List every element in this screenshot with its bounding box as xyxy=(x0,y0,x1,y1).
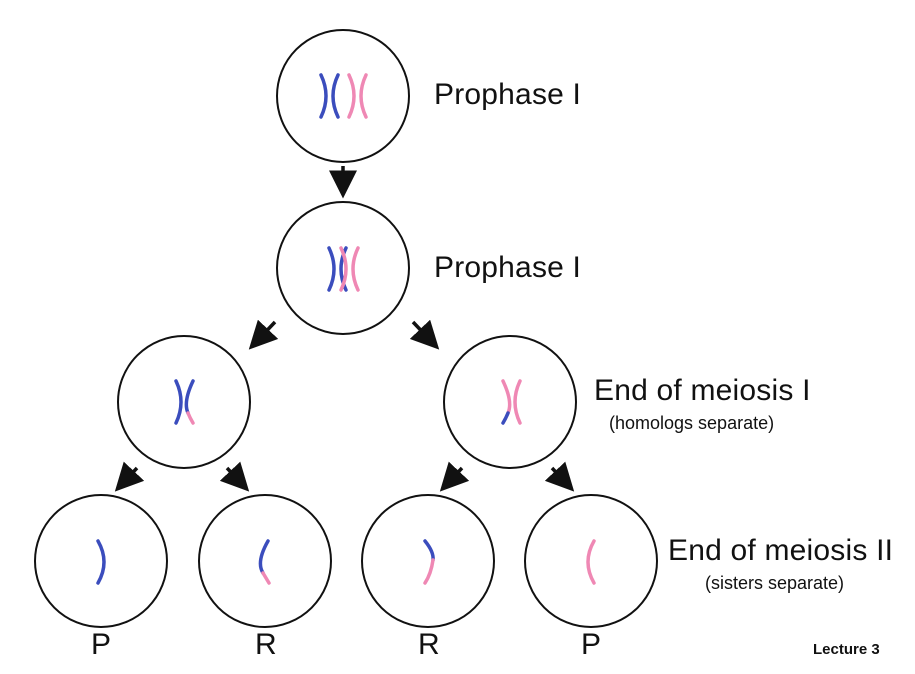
stage-label: Prophase I xyxy=(434,78,582,111)
cell-meiosis-i-right xyxy=(443,335,577,469)
stage-label: End of meiosis I xyxy=(594,374,811,407)
arrow-down-left xyxy=(248,319,279,350)
arrow-down-right xyxy=(544,461,575,492)
gamete-type-label: R xyxy=(255,628,277,661)
stage-label: Prophase I xyxy=(434,251,582,284)
cell-prophase-2 xyxy=(276,201,410,335)
gamete-type-label: P xyxy=(581,628,602,661)
lecture-footer: Lecture 3 xyxy=(813,641,880,658)
chromosome-pair-crossover xyxy=(327,246,360,292)
arrow-down-right xyxy=(409,319,440,350)
chromatid-recombinant-pink-blue xyxy=(423,539,435,585)
cell-meiosis-ii-2 xyxy=(198,494,332,628)
cell-prophase-1 xyxy=(276,29,410,163)
chromosome-homolog-pink xyxy=(501,379,522,425)
arrow-down-right xyxy=(219,461,250,492)
chromatid-pink xyxy=(586,539,596,585)
stage-sublabel: (homologs separate) xyxy=(609,413,775,433)
gamete-type-label: R xyxy=(418,628,440,661)
cell-meiosis-ii-4 xyxy=(524,494,658,628)
chromosome-pair-unpaired xyxy=(319,73,368,119)
stage-sublabel: (sisters separate) xyxy=(705,573,845,593)
gamete-type-label: P xyxy=(91,628,112,661)
chromatid-blue xyxy=(96,539,106,585)
arrow-down-left xyxy=(114,461,145,492)
cell-meiosis-ii-3 xyxy=(361,494,495,628)
chromatid-recombinant-blue-pink xyxy=(258,539,271,585)
chromosome-homolog-blue xyxy=(174,379,195,425)
stage-label: End of meiosis II xyxy=(668,534,894,567)
cell-meiosis-ii-1 xyxy=(34,494,168,628)
arrow-down-left xyxy=(439,461,470,492)
cell-meiosis-i-left xyxy=(117,335,251,469)
